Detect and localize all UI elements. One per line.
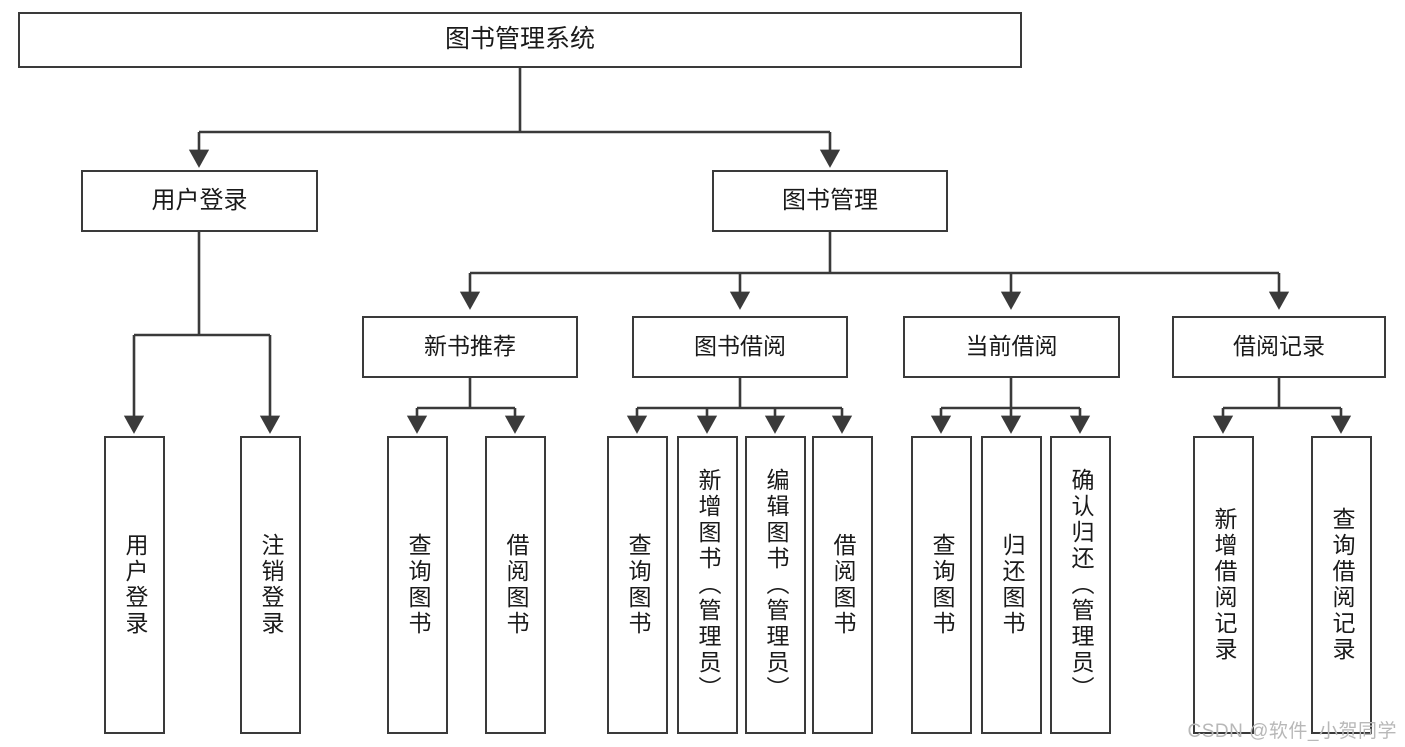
leaf-recommend-query-book[interactable]: 查询图书 <box>387 436 448 734</box>
leaf-record-add-record[interactable]: 新增借阅记录 <box>1193 436 1254 734</box>
leaf-borrow-add-book[interactable]: 新增图书（管理员） <box>677 436 738 734</box>
watermark-text: CSDN @软件_小贺同学 <box>1187 721 1397 742</box>
node-root-system[interactable]: 图书管理系统 <box>18 12 1022 68</box>
leaf-current-confirm-return[interactable]: 确认归还（管理员） <box>1050 436 1111 734</box>
leaf-borrow-edit-book[interactable]: 编辑图书（管理员） <box>745 436 806 734</box>
leaf-recommend-borrow-book[interactable]: 借阅图书 <box>485 436 546 734</box>
node-current-borrow[interactable]: 当前借阅 <box>903 316 1120 378</box>
leaf-borrow-borrow-book[interactable]: 借阅图书 <box>812 436 873 734</box>
node-label: 借阅记录 <box>1233 333 1325 360</box>
node-label: 图书借阅 <box>694 333 786 360</box>
leaf-current-query-book[interactable]: 查询图书 <box>911 436 972 734</box>
node-label: 确认归还（管理员） <box>1068 468 1094 702</box>
node-label: 用户登录 <box>151 186 248 214</box>
node-label: 用户登录 <box>122 533 148 637</box>
node-label: 查询图书 <box>625 533 651 637</box>
leaf-record-query-record[interactable]: 查询借阅记录 <box>1311 436 1372 734</box>
leaf-borrow-query-book[interactable]: 查询图书 <box>607 436 668 734</box>
node-label: 借阅图书 <box>830 533 856 637</box>
node-label: 查询图书 <box>405 533 431 637</box>
node-borrow-record[interactable]: 借阅记录 <box>1172 316 1386 378</box>
node-label: 新增借阅记录 <box>1211 507 1237 663</box>
node-label: 编辑图书（管理员） <box>763 468 789 702</box>
node-book-borrow[interactable]: 图书借阅 <box>632 316 848 378</box>
node-book-management[interactable]: 图书管理 <box>712 170 948 232</box>
node-label: 图书管理 <box>782 186 878 214</box>
leaf-user-login-signin[interactable]: 用户登录 <box>104 436 165 734</box>
leaf-user-login-signout[interactable]: 注销登录 <box>240 436 301 734</box>
node-label: 新书推荐 <box>424 333 516 360</box>
node-label: 当前借阅 <box>965 333 1058 360</box>
node-label: 查询借阅记录 <box>1329 507 1355 663</box>
node-label: 归还图书 <box>999 533 1025 637</box>
node-label: 注销登录 <box>258 533 284 637</box>
leaf-current-return-book[interactable]: 归还图书 <box>981 436 1042 734</box>
node-label: 借阅图书 <box>503 533 529 637</box>
node-user-login[interactable]: 用户登录 <box>81 170 318 232</box>
node-label: 新增图书（管理员） <box>695 468 721 702</box>
node-label: 图书管理系统 <box>444 25 595 54</box>
node-label: 查询图书 <box>929 533 955 637</box>
node-new-book-recommend[interactable]: 新书推荐 <box>362 316 578 378</box>
